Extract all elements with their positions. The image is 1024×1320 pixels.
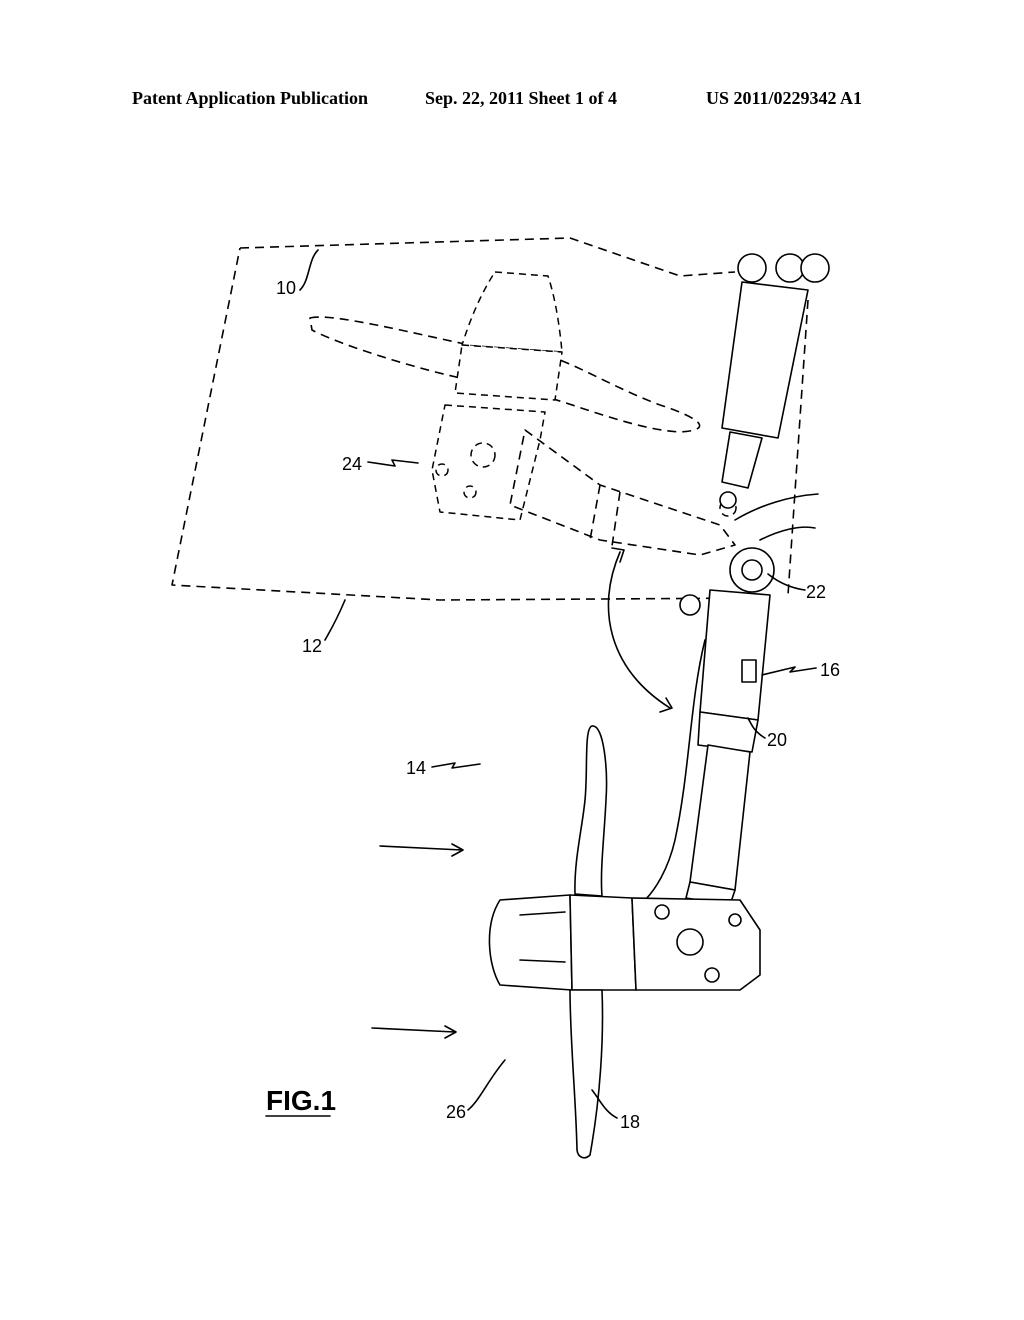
stowed-bolt-dashed: [435, 463, 449, 477]
spinner-notch: [519, 911, 566, 963]
deployment-arrow-head-top: [611, 547, 625, 563]
leader-26: [467, 1059, 506, 1111]
pivot-arc-2: [734, 493, 819, 521]
spinner: [488, 894, 573, 991]
ref-20: 20: [767, 730, 787, 750]
gearbox-bolt: [654, 904, 670, 920]
publication-number: US 2011/0229342 A1: [706, 88, 863, 108]
gearbox-bolt: [728, 913, 742, 927]
hub: [569, 894, 637, 991]
ref-22: 22: [806, 582, 826, 602]
ref-10: 10: [276, 278, 296, 298]
actuator-pivot-tube: [737, 253, 767, 283]
actuator-clevis: [719, 491, 737, 509]
leader-24: [367, 459, 419, 467]
stowed-hub-dashed: [454, 344, 563, 401]
ref-26: 26: [446, 1102, 466, 1122]
leader-18: [591, 1089, 618, 1119]
leader-16: [761, 666, 817, 676]
stowed-blade-dashed: [309, 316, 701, 433]
actuator-pivot-tube: [800, 253, 830, 283]
strut-tube: [689, 744, 751, 891]
flow-arrow: [379, 843, 464, 857]
leader-22: [767, 573, 806, 591]
ref-14: 14: [406, 758, 426, 778]
gearbox-bolt: [704, 967, 720, 983]
actuator-rod: [721, 431, 763, 489]
leader-20: [747, 717, 766, 739]
leader-14: [431, 762, 481, 769]
leader-12: [324, 599, 346, 641]
stowed-strut-band-dashed: [589, 484, 621, 547]
stowed-bolt-dashed: [463, 485, 477, 499]
pivot-arc: [759, 526, 816, 541]
strut-housing: [699, 589, 771, 721]
figure-label: FIG.1: [266, 1085, 336, 1116]
aircraft-outline-dashed: [171, 237, 809, 601]
ref-16: 16: [820, 660, 840, 680]
stowed-mount-dashed: [470, 442, 496, 468]
actuator-pivot-tube: [775, 253, 805, 283]
strut-collar: [697, 711, 759, 753]
blade-upper: [574, 725, 608, 897]
publication-title: Patent Application Publication: [132, 88, 369, 108]
stowed-spinner-dashed: [461, 271, 563, 353]
leader-10: [299, 249, 319, 291]
deployment-arrow-head-bottom: [659, 697, 673, 713]
pivot-inner: [741, 559, 763, 581]
actuator-cylinder: [721, 281, 809, 439]
stowed-strut-dashed: [509, 429, 736, 556]
strut-cable: [644, 639, 706, 901]
flow-arrow: [371, 1025, 457, 1039]
deployment-arc: [607, 551, 671, 709]
ref-18: 18: [620, 1112, 640, 1132]
publication-date-sheet: Sep. 22, 2011 Sheet 1 of 4: [425, 88, 618, 108]
ref-12: 12: [302, 636, 322, 656]
blade-lower: [569, 989, 604, 1159]
gearbox-mount: [676, 928, 704, 956]
strut-window: [741, 659, 757, 683]
ref-24: 24: [342, 454, 362, 474]
strut-top-lug: [679, 594, 701, 616]
